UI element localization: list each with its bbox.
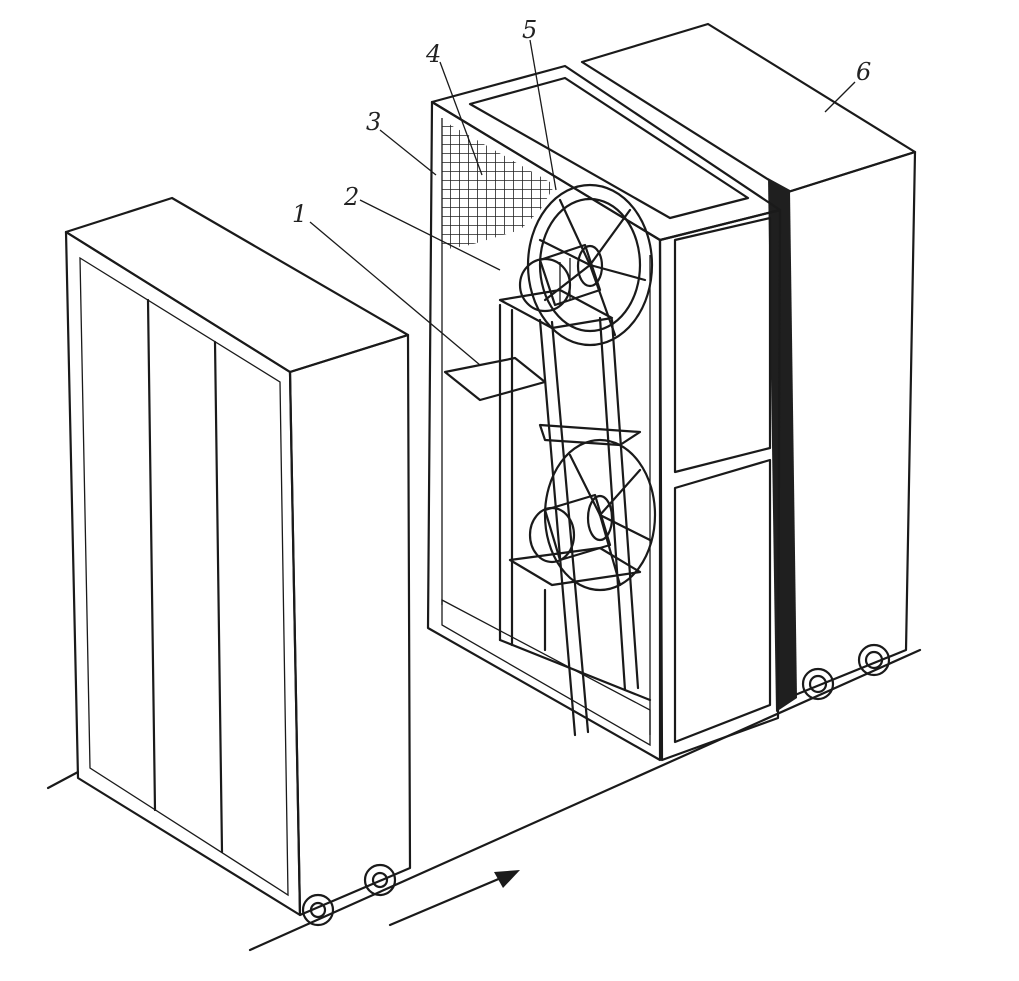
label-3: 3 bbox=[366, 108, 381, 136]
loaded-rack-cart bbox=[64, 196, 412, 927]
ground-rail-front bbox=[46, 648, 922, 952]
filter-mesh-4 bbox=[442, 120, 555, 250]
motor-upper-2 bbox=[518, 243, 604, 313]
direction-arrow bbox=[388, 870, 520, 927]
label-6: 6 bbox=[856, 58, 871, 86]
rack-grid bbox=[146, 298, 224, 854]
label-2: 2 bbox=[343, 183, 359, 211]
cabinet-6 bbox=[580, 22, 917, 712]
label-5: 5 bbox=[522, 16, 537, 44]
label-1: 1 bbox=[292, 200, 307, 228]
shelf-1 bbox=[443, 356, 547, 402]
fan-wheel-upper-5 bbox=[526, 183, 654, 347]
leader-lines bbox=[309, 39, 856, 366]
motor-stand bbox=[498, 288, 652, 737]
label-4: 4 bbox=[425, 40, 441, 68]
cart-wheel bbox=[301, 863, 397, 927]
cabinet-6-wheel bbox=[801, 643, 891, 701]
motor-lower bbox=[528, 493, 614, 564]
